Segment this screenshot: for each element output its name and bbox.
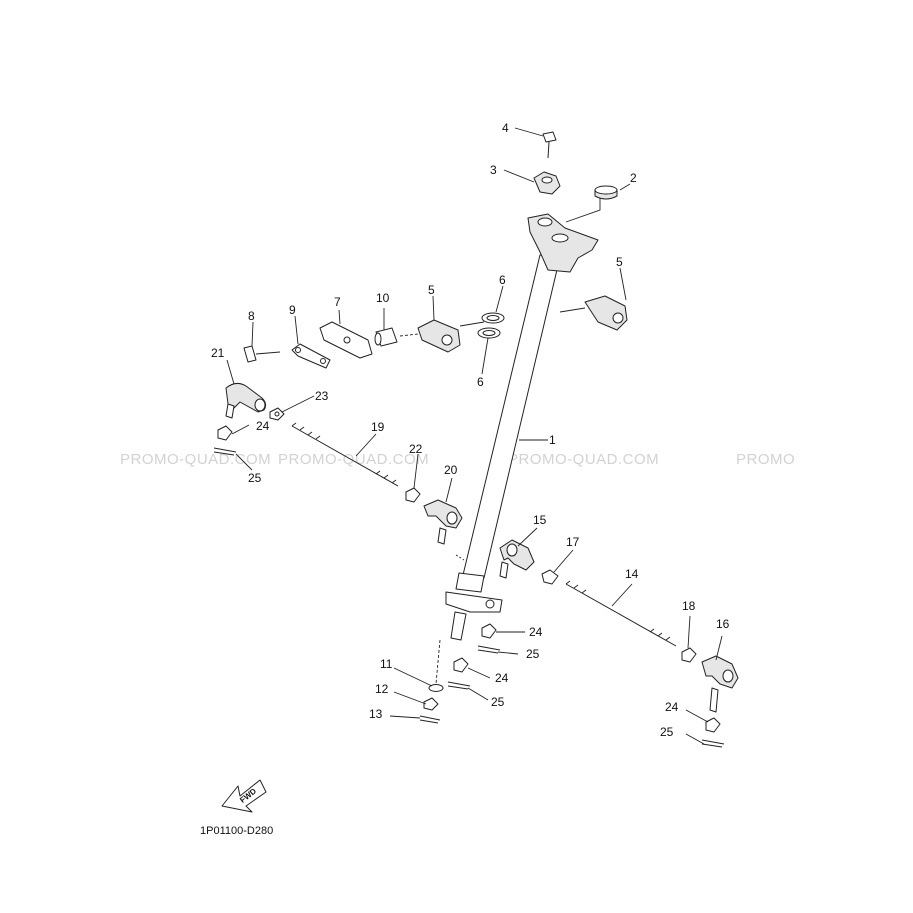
watermark-text-2: PROMO-QUAD.COM	[278, 451, 429, 468]
arm-hole	[441, 334, 453, 346]
callout-7: 7	[334, 295, 341, 309]
steering-shaft	[445, 213, 599, 641]
nut-part-22	[405, 487, 421, 503]
callout-14: 14	[625, 567, 639, 581]
tie-rod-end-right	[701, 655, 739, 689]
tie-rod-left-threads	[291, 422, 397, 484]
drawing-code: 1P01100-D280	[200, 825, 273, 837]
tie-rod-end-left-eye	[254, 398, 266, 412]
shaft-arm-hole	[485, 599, 495, 609]
callout-13: 13	[369, 707, 383, 721]
cap-part	[594, 185, 618, 200]
callout-3: 3	[490, 163, 497, 177]
callout-5-left: 5	[428, 283, 435, 297]
tie-rod-end-inner-left-eye	[446, 511, 458, 525]
washer-part-11	[428, 684, 444, 692]
callout-6-upper: 6	[499, 273, 506, 287]
callout-25-d: 25	[660, 725, 674, 739]
callout-19: 19	[371, 420, 385, 434]
shaft-top-bracket	[527, 213, 599, 273]
callout-1: 1	[549, 433, 556, 447]
tie-rod-end-right-eye	[722, 669, 734, 683]
callout-25-a: 25	[248, 471, 262, 485]
bolt-head	[542, 131, 557, 143]
cotter-pin-25-a	[213, 447, 237, 456]
cotter-pin-25-b	[477, 645, 501, 654]
nut-part-24-a	[217, 425, 233, 441]
tie-rod-right	[565, 583, 677, 647]
tie-rod-right-threads	[565, 580, 671, 641]
collar-end	[374, 332, 382, 346]
washer-hole-a	[295, 347, 301, 353]
callout-2: 2	[630, 171, 637, 185]
tie-rod-end-inner-right-stud	[499, 561, 509, 579]
callout-6-lower: 6	[477, 375, 484, 389]
callout-25-b: 25	[526, 647, 540, 661]
cap-top	[594, 185, 618, 195]
shaft-lower-collar	[455, 572, 485, 593]
tie-rod-end-left-stud	[225, 403, 235, 419]
washer-hole-b	[320, 358, 326, 364]
bolt-part-8-shank	[255, 351, 281, 355]
watermark-text-3: PROMO-QUAD.COM	[508, 451, 659, 468]
nut-part-23-hole	[274, 411, 280, 417]
tie-rod-end-inner-left-stud	[437, 527, 447, 545]
oil-seal-upper-inner	[486, 315, 500, 321]
callout-11: 11	[380, 657, 393, 671]
steering-arm-left	[417, 319, 461, 353]
tie-rod-left	[291, 425, 399, 487]
callout-17: 17	[566, 535, 580, 549]
callout-16: 16	[716, 617, 730, 631]
bracket-hole	[551, 233, 569, 243]
callout-10: 10	[376, 291, 390, 305]
fwd-arrow-shape	[221, 779, 267, 813]
callout-25-c: 25	[491, 695, 505, 709]
leader-lines	[226, 127, 723, 745]
holder-right-hole	[612, 312, 624, 324]
callout-18: 18	[682, 599, 696, 613]
bolt-part-8-head	[243, 345, 257, 363]
shaft-bottom-stub	[450, 611, 467, 641]
callout-24-c: 24	[495, 671, 509, 685]
fwd-arrow-icon: FWD	[221, 779, 267, 813]
callout-15: 15	[533, 513, 547, 527]
cotter-pin-25-d	[701, 739, 725, 748]
callout-12: 12	[375, 682, 389, 696]
callout-24-d: 24	[665, 700, 679, 714]
nut-part-24-d	[705, 717, 721, 733]
callout-23: 23	[315, 389, 329, 403]
nut-part-17	[541, 569, 559, 585]
callout-21: 21	[211, 346, 225, 360]
nut-part-18	[681, 647, 697, 663]
callout-9: 9	[289, 303, 296, 317]
callout-8: 8	[248, 309, 255, 323]
bracket-boss	[537, 217, 553, 227]
callout-24-b: 24	[529, 625, 543, 639]
cotter-pin-part-13	[419, 715, 441, 724]
callout-4: 4	[502, 121, 509, 135]
holder-hole	[541, 176, 553, 184]
tie-rod-end-right-stud	[709, 687, 719, 713]
watermark: PROMO-QUAD.COM PROMO-QUAD.COM PROMO-QUAD…	[120, 451, 795, 468]
watermark-text-1: PROMO-QUAD.COM	[120, 451, 271, 468]
callout-24-a: 24	[256, 419, 270, 433]
bolt-shank	[547, 141, 550, 159]
nut-part-24-b	[481, 623, 497, 639]
callout-5-right: 5	[616, 255, 623, 269]
oil-seal-lower-inner	[482, 330, 496, 336]
plate-hole	[343, 336, 351, 344]
shaft-tube	[462, 254, 561, 579]
callout-22: 22	[409, 442, 423, 456]
nut-part-12	[423, 697, 439, 711]
callouts: 1 2 3 4 5 5 6 6 7 8 9 10 11 12 13 14 15 …	[211, 121, 730, 739]
callout-20: 20	[444, 463, 458, 477]
nut-part-24-c	[453, 657, 469, 673]
bolt-part-4	[542, 131, 557, 159]
cotter-pin-25-c	[447, 681, 471, 690]
handlebar-holder-lower-right	[584, 295, 628, 331]
tie-rod-end-inner-right-eye	[506, 543, 518, 557]
watermark-text-4: PROMO	[736, 451, 795, 468]
